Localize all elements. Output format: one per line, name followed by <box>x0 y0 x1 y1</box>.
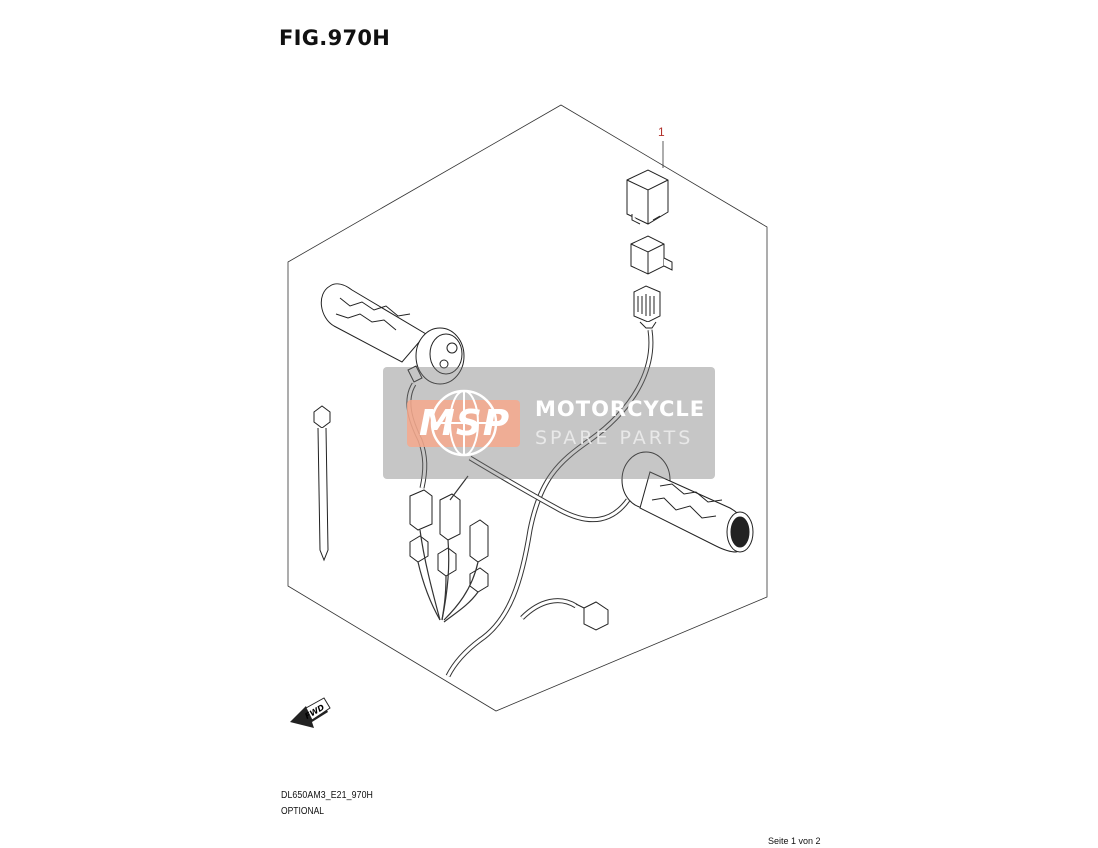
watermark-logo-text: MSP <box>419 403 511 444</box>
watermark-line1: MOTORCYCLE <box>535 397 706 421</box>
right-heated-grip <box>621 451 754 553</box>
model-code: DL650AM3_E21_970H <box>281 790 374 801</box>
left-heated-grip <box>320 283 465 385</box>
cable-tie <box>313 405 331 562</box>
multi-pin-connector <box>633 285 661 329</box>
kit-enclosure <box>287 104 768 712</box>
fwd-arrow-icon: FWD <box>290 697 331 728</box>
switch-cover <box>626 169 669 225</box>
connector-cluster <box>409 489 489 593</box>
watermark-overlay: MSP MOTORCYCLE SPARE PARTS <box>383 367 715 479</box>
switch-body <box>630 235 673 275</box>
globe-icon <box>430 389 498 457</box>
page-number: Seite 1 von 2 <box>768 836 821 846</box>
aux-connector <box>575 601 609 631</box>
figure-title: FIG.970H <box>279 26 391 50</box>
connector-wires <box>417 475 479 623</box>
figure-caption: OPTIONAL <box>281 806 324 817</box>
callout-number: 1 <box>658 125 665 139</box>
watermark-line2: SPARE PARTS <box>535 427 694 449</box>
